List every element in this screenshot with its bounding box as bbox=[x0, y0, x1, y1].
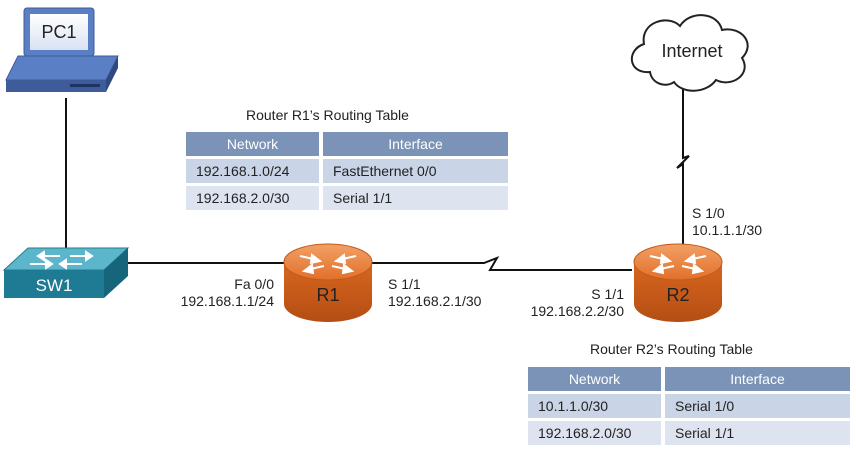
table-row: 192.168.2.0/30 Serial 1/1 bbox=[186, 186, 508, 210]
table-header-network: Network bbox=[186, 132, 319, 156]
r2-s10-ip: 10.1.1.1/30 bbox=[692, 222, 763, 238]
r2-routing-table: Network Interface 10.1.1.0/30 Serial 1/0… bbox=[524, 364, 854, 448]
r1-serial-ip: 192.168.2.1/30 bbox=[388, 293, 482, 309]
table-cell-network: 192.168.2.0/30 bbox=[186, 186, 319, 210]
r2-table-title: Router R2’s Routing Table bbox=[590, 341, 753, 357]
r2-s11-name: S 1/1 bbox=[591, 286, 624, 302]
router-r1-label: R1 bbox=[316, 285, 340, 305]
pc-label: PC1 bbox=[41, 22, 77, 42]
cloud-icon bbox=[630, 14, 749, 92]
table-cell-interface: Serial 1/1 bbox=[323, 186, 508, 210]
r1-table-title: Router R1’s Routing Table bbox=[246, 107, 409, 123]
table-row: 192.168.1.0/24 FastEthernet 0/0 bbox=[186, 159, 508, 183]
r1-serial-interface-label: S 1/1 192.168.2.1/30 bbox=[388, 276, 481, 310]
r1-fa-ip: 192.168.1.1/24 bbox=[180, 293, 274, 309]
table-header-interface: Interface bbox=[323, 132, 508, 156]
table-header-row: Network Interface bbox=[186, 132, 508, 156]
r2-s11-interface-label: S 1/1 192.168.2.2/30 bbox=[500, 286, 624, 320]
r1-routing-table: Network Interface 192.168.1.0/24 FastEth… bbox=[182, 129, 512, 213]
table-cell-network: 192.168.2.0/30 bbox=[528, 421, 661, 445]
router-r1-icon bbox=[283, 243, 373, 322]
r2-s10-interface-label: S 1/0 10.1.1.1/30 bbox=[692, 205, 762, 239]
r1-fa-name: Fa 0/0 bbox=[234, 276, 274, 292]
internet-label: Internet bbox=[661, 41, 723, 61]
r1-serial-name: S 1/1 bbox=[388, 276, 421, 292]
table-cell-network: 192.168.1.0/24 bbox=[186, 159, 319, 183]
table-cell-interface: FastEthernet 0/0 bbox=[323, 159, 508, 183]
router-r2-label: R2 bbox=[666, 285, 690, 305]
r2-s10-name: S 1/0 bbox=[692, 205, 725, 221]
table-cell-network: 10.1.1.0/30 bbox=[528, 394, 661, 418]
table-cell-interface: Serial 1/1 bbox=[665, 421, 850, 445]
switch-icon bbox=[2, 247, 130, 298]
table-row: 10.1.1.0/30 Serial 1/0 bbox=[528, 394, 850, 418]
table-header-row: Network Interface bbox=[528, 367, 850, 391]
switch-label: SW1 bbox=[35, 276, 73, 295]
r1-fa-interface-label: Fa 0/0 192.168.1.1/24 bbox=[150, 276, 274, 310]
link-serial-r1-r2 bbox=[372, 256, 632, 271]
link-r2-internet bbox=[676, 82, 690, 250]
pc-icon bbox=[5, 7, 119, 92]
table-cell-interface: Serial 1/0 bbox=[665, 394, 850, 418]
router-r2-icon bbox=[633, 243, 723, 322]
table-row: 192.168.2.0/30 Serial 1/1 bbox=[528, 421, 850, 445]
table-header-interface: Interface bbox=[665, 367, 850, 391]
r2-s11-ip: 192.168.2.2/30 bbox=[530, 303, 624, 319]
table-header-network: Network bbox=[528, 367, 661, 391]
